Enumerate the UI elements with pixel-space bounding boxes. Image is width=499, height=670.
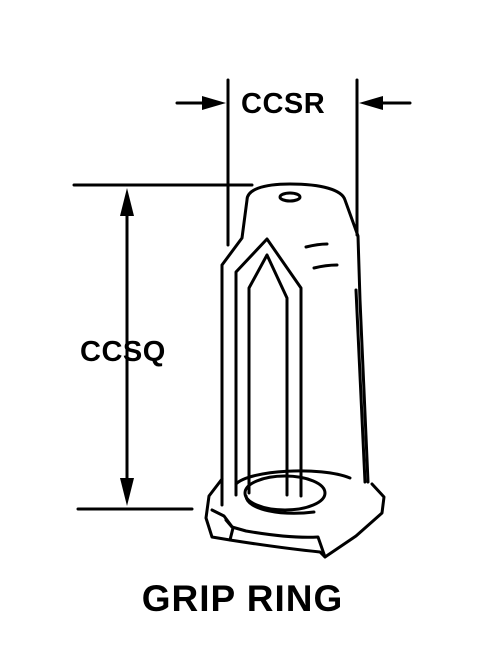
grip-ring-part [206, 184, 384, 557]
front-slot-inner-left [249, 255, 287, 495]
base-flange [206, 479, 384, 557]
shading-stroke-1 [306, 244, 327, 247]
ccsr-label: CCSR [241, 88, 326, 120]
base-flange-front-edge [226, 520, 325, 557]
ccsq-label: CCSQ [80, 336, 166, 368]
shell-outline [222, 184, 368, 505]
ccsq-arrowhead-top [120, 188, 134, 216]
diagram-title: GRIP RING [141, 578, 344, 619]
ccsr-arrowhead-left [202, 96, 226, 110]
shell-right-edge-inner [356, 290, 365, 482]
shading-stroke-2 [314, 265, 337, 268]
base-ring-hole [245, 476, 325, 510]
base-flange-notch [212, 510, 233, 540]
front-slot [236, 239, 301, 496]
ccsq-arrowhead-bottom [120, 478, 134, 506]
ccsr-dimension [177, 80, 410, 245]
top-hole [280, 193, 300, 201]
base-ring-inner-edge [246, 496, 314, 513]
ccsq-dimension [74, 185, 252, 509]
ccsr-arrowhead-right [359, 96, 383, 110]
